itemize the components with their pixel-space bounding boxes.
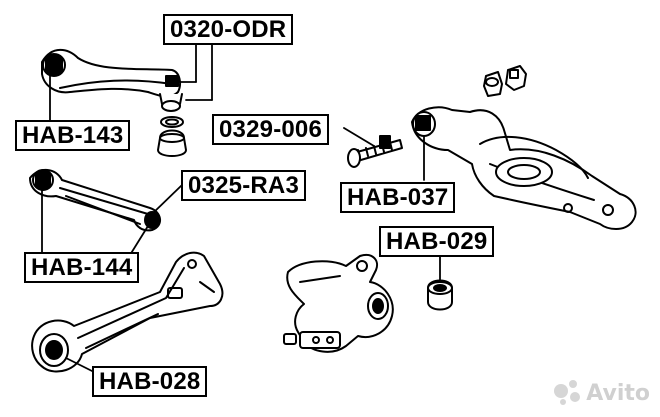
lower-control-arm (31, 251, 224, 373)
part-label-hab-144: HAB-144 (24, 252, 140, 283)
steering-knuckle (283, 254, 394, 353)
part-label-0325-ra3: 0325-RA3 (181, 170, 306, 201)
avito-logo-icon (554, 380, 581, 406)
part-label-0329-006: 0329-006 (212, 114, 330, 145)
adjusting-bolt (347, 135, 403, 168)
leader-odr (179, 39, 213, 101)
part-label-hab-028: HAB-028 (92, 366, 208, 397)
upper-control-arm (41, 48, 183, 112)
leader-hab144 (41, 189, 149, 256)
part-label-hab-037: HAB-037 (340, 182, 456, 213)
washer-nut (483, 65, 527, 97)
ball-joint-boot (157, 116, 187, 157)
leader-0325 (151, 184, 183, 215)
part-label-hab-143: HAB-143 (15, 120, 131, 151)
rear-lower-arm (411, 106, 637, 230)
avito-watermark: Avito (554, 380, 650, 406)
bushing-hab029 (427, 279, 453, 311)
trailing-link-arm (29, 169, 161, 232)
part-label-hab-029: HAB-029 (379, 226, 495, 257)
leader-0329 (343, 127, 375, 147)
part-label-0320-odr: 0320-ODR (163, 14, 294, 45)
leader-hab028 (65, 357, 95, 373)
avito-watermark-text: Avito (586, 380, 650, 406)
